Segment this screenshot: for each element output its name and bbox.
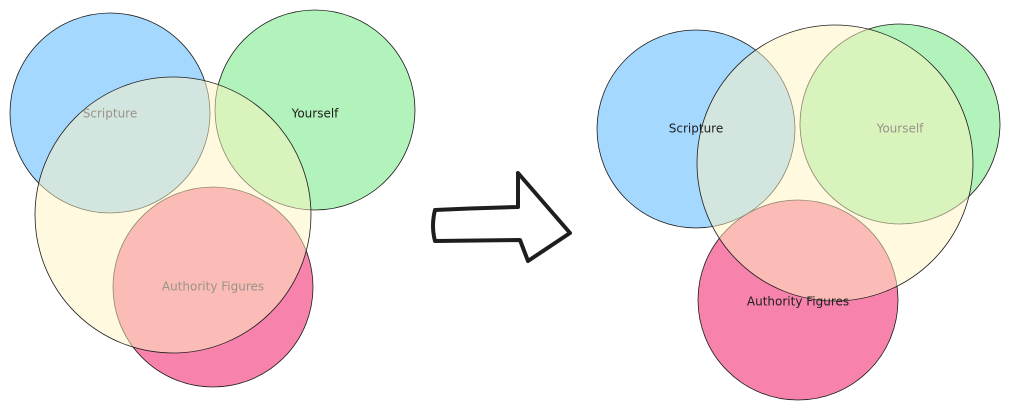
label-scripture: Scripture	[83, 107, 137, 121]
self-circle-overlay	[34, 76, 312, 354]
label-authority-figures: Authority Figures	[747, 295, 849, 309]
label-scripture: Scripture	[669, 122, 723, 136]
self-circle-overlay	[696, 24, 974, 302]
before-diagram: Scripture Yourself Authority Figures	[9, 9, 416, 388]
label-yourself: Yourself	[876, 122, 925, 136]
after-diagram: Scripture Yourself Authority Figures	[596, 23, 1001, 401]
label-authority-figures: Authority Figures	[162, 280, 264, 294]
right-arrow-icon	[431, 171, 572, 263]
label-yourself: Yourself	[291, 107, 340, 121]
